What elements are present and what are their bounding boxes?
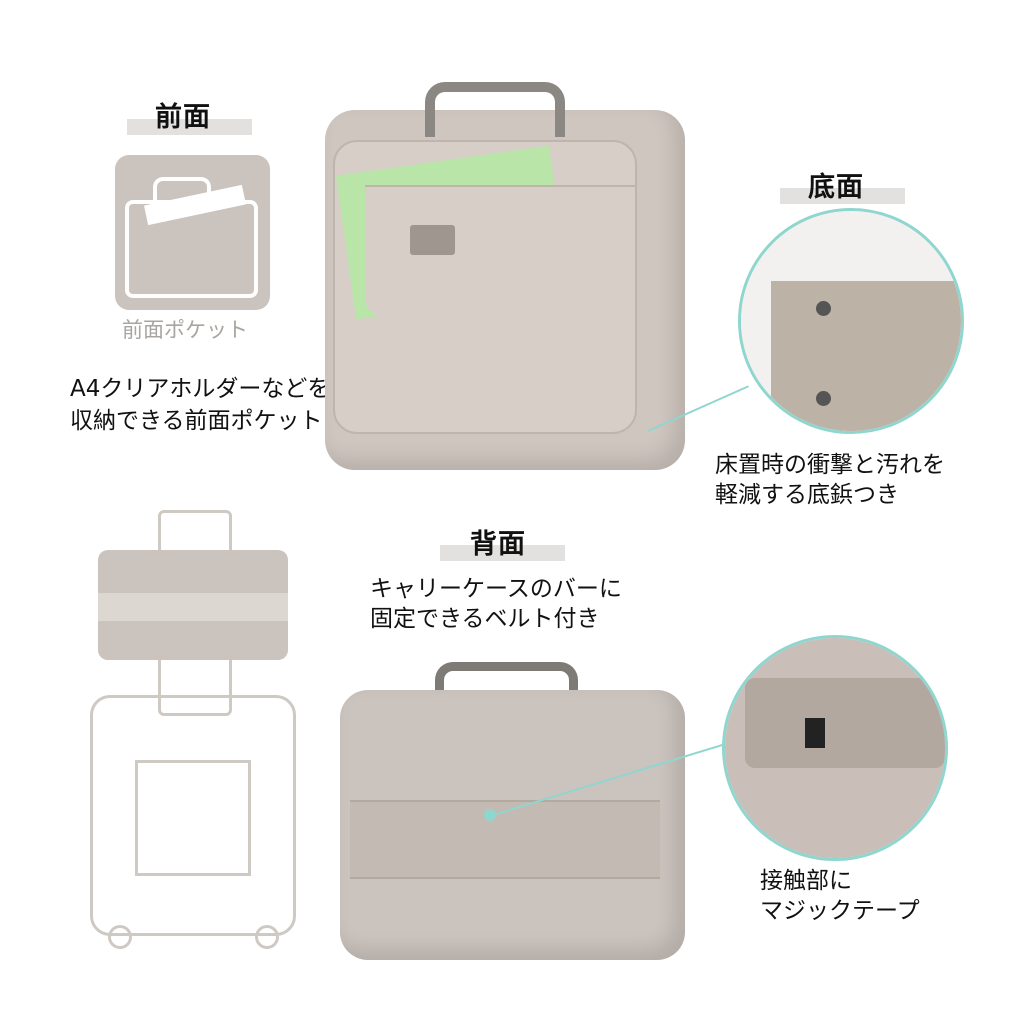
velcro-description-line2: マジックテープ [760, 898, 920, 924]
front-heading: 前面 [155, 102, 211, 133]
bottom-description-line2: 軽減する底鋲つき [715, 482, 899, 508]
front-description-line2: 収納できる前面ポケット [70, 408, 323, 434]
handle [435, 662, 578, 711]
callout-dot [484, 809, 496, 821]
bag-back-photo [340, 690, 685, 960]
heading-bar [127, 119, 252, 135]
front-pocket-icon-label: 前面ポケット [122, 318, 248, 342]
heading-bar [780, 188, 905, 204]
stud-icon [816, 391, 831, 406]
bottom-description-line1: 床置時の衝撃と汚れを [715, 452, 945, 478]
bottom-heading: 底面 [808, 172, 864, 203]
handle [425, 82, 565, 137]
back-description-line1: キャリーケースのバーに [370, 576, 622, 602]
front-pocket-icon [115, 155, 270, 310]
front-description-line1: A4クリアホルダーなどを [70, 376, 331, 402]
stud-icon [816, 301, 831, 316]
heading-bar [440, 545, 565, 561]
bottom-studs-closeup [738, 208, 964, 434]
luggage-illustration [90, 510, 305, 955]
back-description-line2: 固定できるベルト付き [370, 606, 600, 632]
velcro-description-line1: 接触部に [760, 868, 852, 894]
back-heading: 背面 [470, 529, 526, 560]
bag-front-photo [325, 110, 685, 470]
velcro-closeup [722, 635, 948, 861]
luggage-belt [350, 800, 660, 879]
